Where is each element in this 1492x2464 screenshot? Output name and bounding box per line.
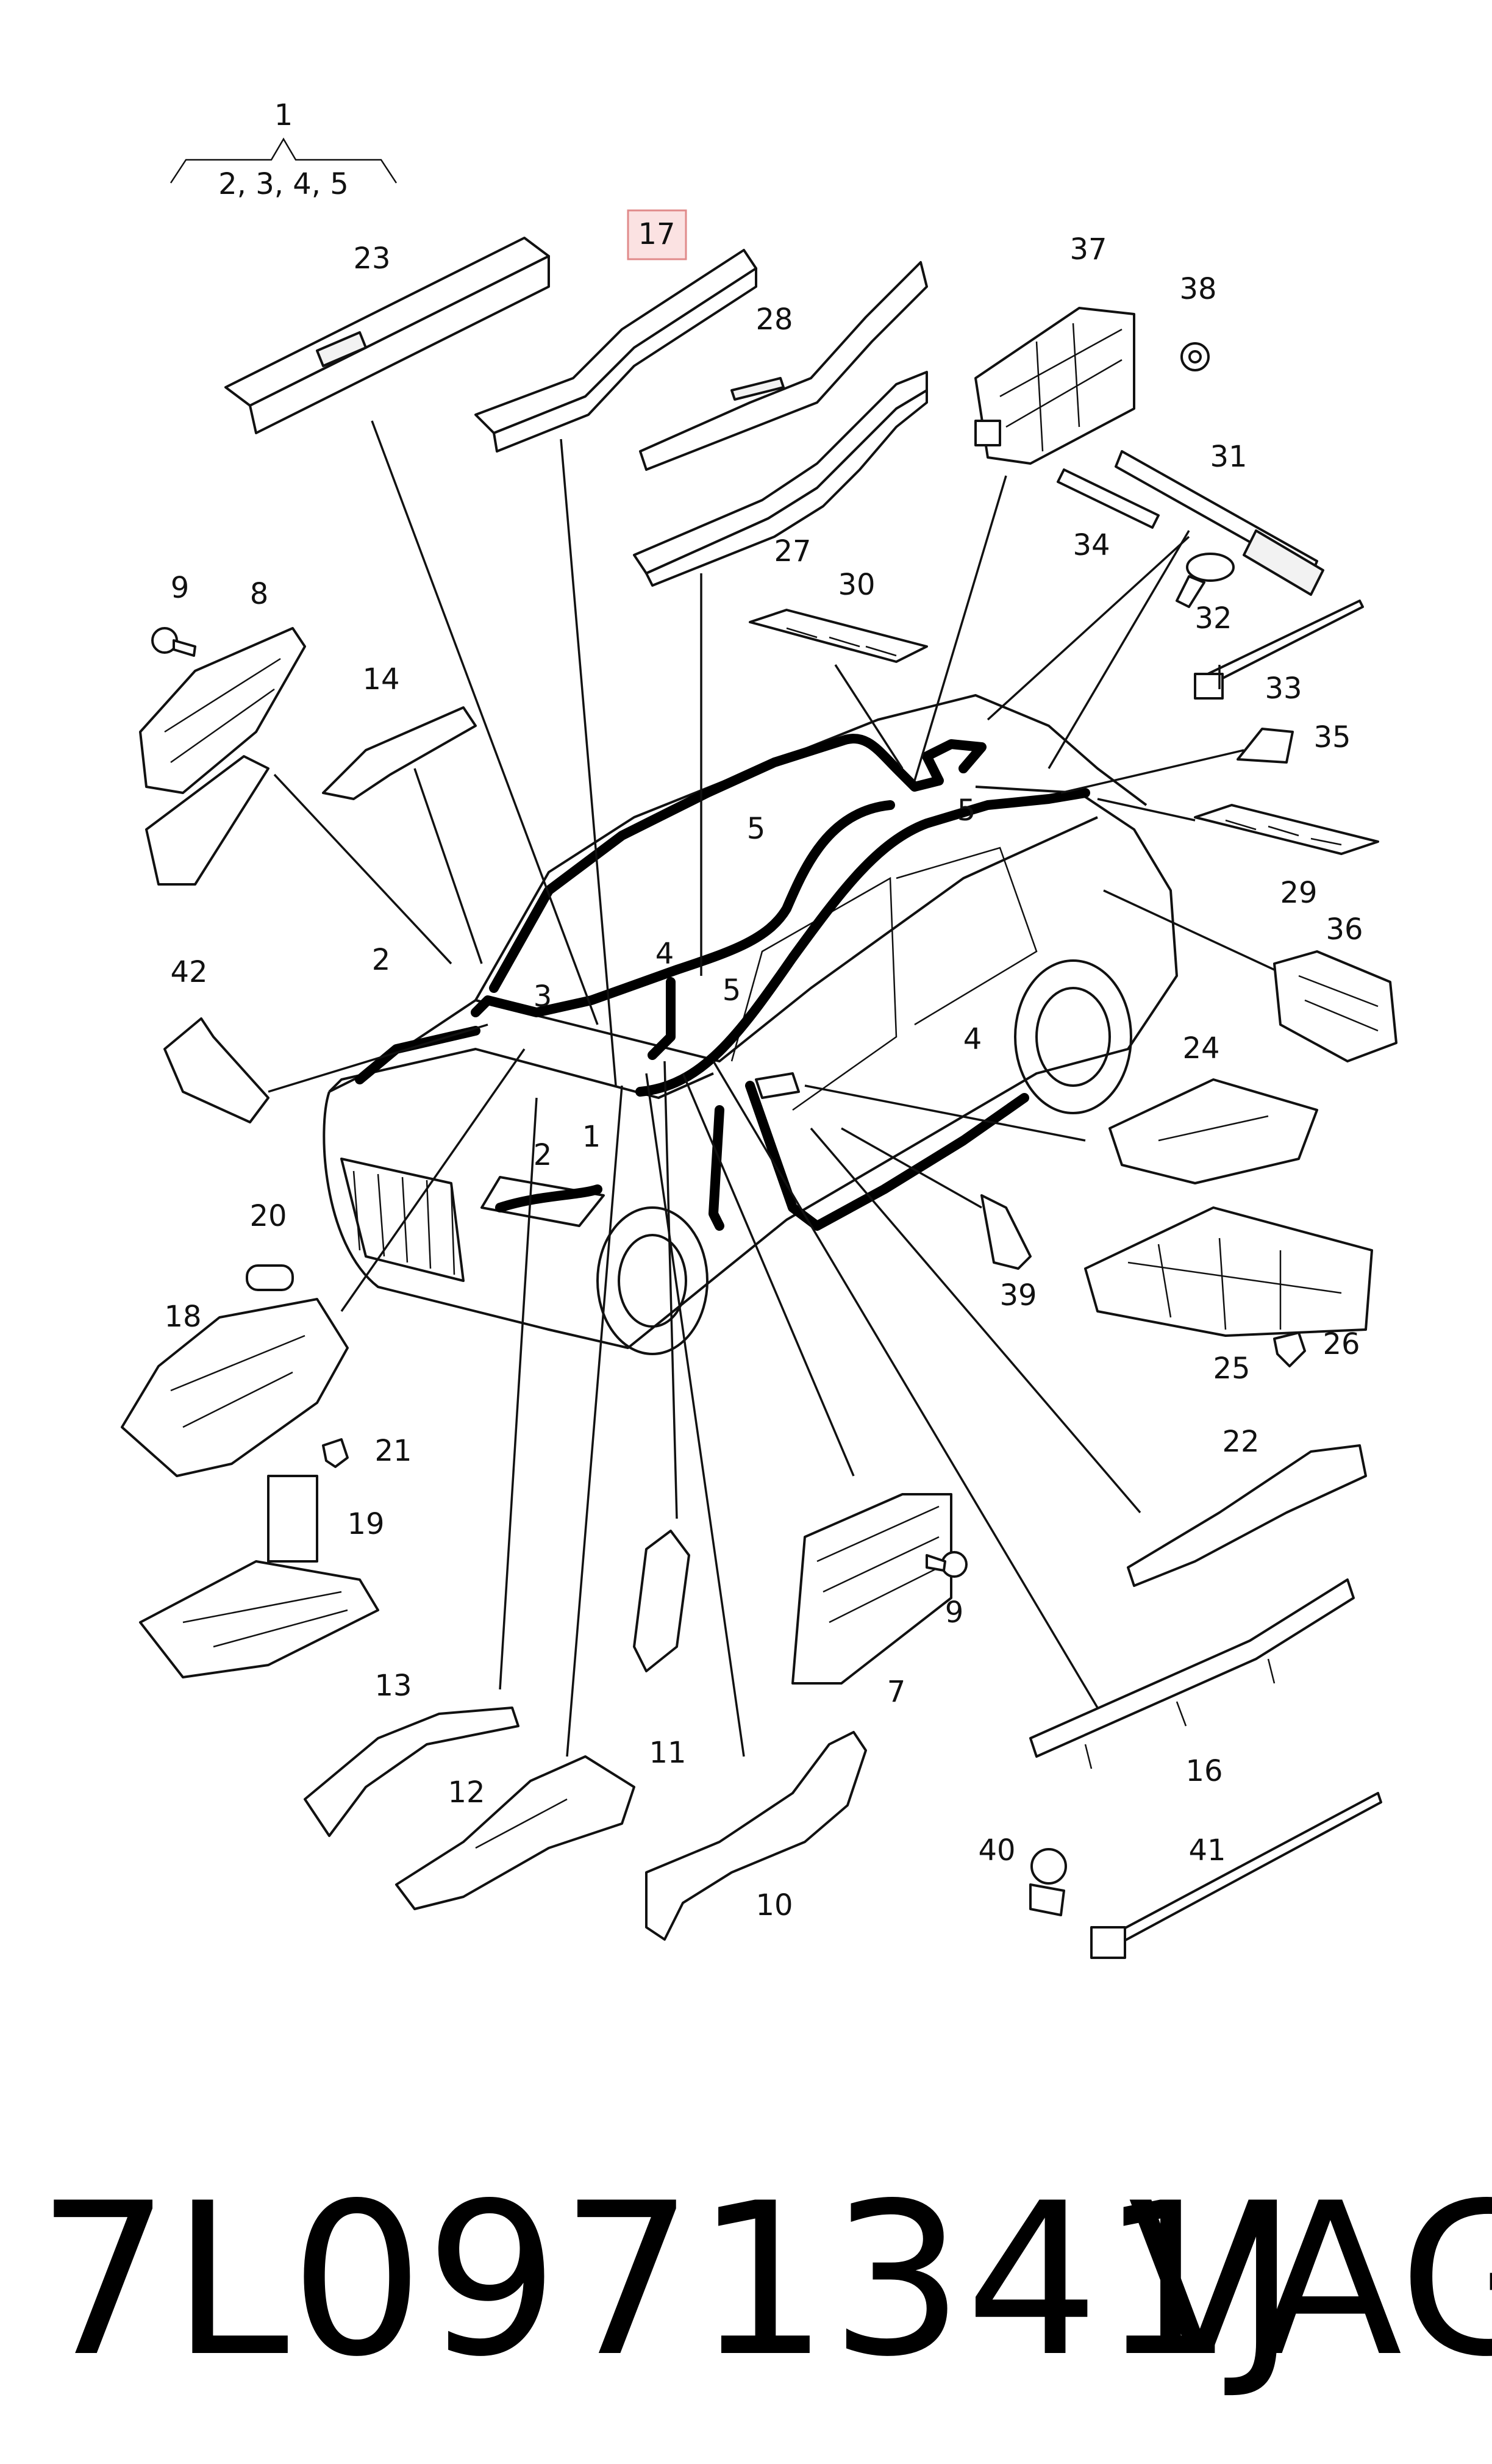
callout-13[interactable]: 13 — [374, 1669, 412, 1703]
callout-18[interactable]: 18 — [164, 1300, 201, 1334]
leader-lines — [268, 420, 1275, 1757]
part-25-fuse-relay-box[interactable] — [1084, 1206, 1373, 1337]
part-41-cable-tie[interactable] — [1090, 1792, 1382, 1959]
part-37-relay-holder[interactable] — [974, 307, 1135, 465]
callout-14[interactable]: 14 — [362, 662, 399, 697]
callout-42[interactable]: 42 — [170, 955, 207, 989]
callout-29[interactable]: 29 — [1280, 876, 1317, 910]
footer: 7L0971341J VAG — [0, 2135, 1492, 2427]
callout-23[interactable]: 23 — [353, 242, 390, 276]
part-36-fuse-carrier[interactable] — [1273, 950, 1397, 1062]
part-22-duct[interactable] — [1127, 1444, 1367, 1587]
part-23-cable-duct[interactable] — [224, 237, 550, 434]
callout-1[interactable]: 1 — [582, 1120, 601, 1154]
callout-4-lower[interactable]: 4 — [963, 1022, 982, 1056]
callout-20[interactable]: 20 — [249, 1199, 287, 1233]
part-21-grommet[interactable] — [322, 1438, 349, 1468]
callout-5-right[interactable]: 5 — [957, 793, 976, 828]
part-26-grommet[interactable] — [1273, 1331, 1306, 1367]
callout-17[interactable]: 17 — [638, 217, 675, 251]
callout-38[interactable]: 38 — [1179, 272, 1216, 306]
callout-36[interactable]: 36 — [1326, 912, 1363, 947]
callout-labels: 23 17 28 27 37 38 31 34 32 33 35 29 30 3… — [164, 217, 1363, 1922]
callout-1-group[interactable]: 1 — [274, 98, 293, 132]
part-31-threaded-rod[interactable] — [1115, 450, 1324, 596]
callout-21[interactable]: 21 — [374, 1434, 412, 1468]
callout-12[interactable]: 12 — [448, 1775, 485, 1810]
callout-30[interactable]: 30 — [838, 568, 875, 602]
callout-16[interactable]: 16 — [1185, 1754, 1223, 1788]
part-35-clip[interactable] — [1237, 728, 1294, 764]
callout-40[interactable]: 40 — [978, 1833, 1015, 1868]
callout-33[interactable]: 33 — [1265, 672, 1302, 706]
callout-2-upper[interactable]: 2 — [372, 943, 391, 977]
callout-2-lower[interactable]: 2 — [534, 1138, 552, 1172]
part-11-clip[interactable] — [633, 1530, 690, 1672]
callout-10[interactable]: 10 — [755, 1888, 793, 1922]
part-14-bracket[interactable] — [322, 706, 477, 800]
part-33-cable-tie[interactable] — [1194, 600, 1364, 700]
part-30-holder[interactable] — [749, 609, 928, 663]
part-40-clip[interactable] — [1029, 1848, 1067, 1916]
callout-35[interactable]: 35 — [1313, 720, 1351, 754]
part-38-nut[interactable] — [1180, 342, 1210, 371]
callout-22[interactable]: 22 — [1222, 1425, 1259, 1459]
callout-39[interactable]: 39 — [999, 1278, 1037, 1313]
callout-32[interactable]: 32 — [1194, 601, 1232, 636]
callout-34[interactable]: 34 — [1073, 528, 1110, 562]
part-20-seal[interactable] — [246, 1264, 294, 1291]
callout-9-lower[interactable]: 9 — [945, 1596, 964, 1630]
part-10-duct[interactable] — [645, 1731, 867, 1941]
part-8-connector-bracket[interactable] — [139, 627, 306, 886]
part-19-box[interactable] — [139, 1475, 379, 1678]
part-27-channel[interactable] — [633, 371, 928, 587]
part-7-connector-bracket[interactable] — [791, 1493, 952, 1685]
callout-7[interactable]: 7 — [887, 1675, 906, 1709]
callout-31[interactable]: 31 — [1210, 440, 1247, 474]
callout-37[interactable]: 37 — [1069, 232, 1107, 267]
part-18-bracket[interactable] — [121, 1298, 349, 1477]
group-members-label: 2, 3, 4, 5 — [218, 167, 349, 201]
part-17-cable-channel[interactable] — [474, 249, 757, 453]
callout-19[interactable]: 19 — [347, 1507, 384, 1541]
part-9-screw-lower[interactable] — [926, 1551, 968, 1578]
part-9-screw-upper[interactable] — [151, 627, 196, 657]
part-28-cover[interactable] — [639, 261, 928, 471]
callout-9-upper[interactable]: 9 — [171, 571, 190, 605]
callout-5-left[interactable]: 5 — [747, 812, 766, 846]
callout-5-center[interactable]: 5 — [723, 973, 741, 1008]
part-16-long-duct[interactable] — [1029, 1578, 1355, 1769]
brand-name: VAG — [1128, 2158, 1492, 2403]
part-24-bracket[interactable] — [1108, 1078, 1318, 1184]
callout-25[interactable]: 25 — [1213, 1352, 1250, 1386]
callout-4-upper[interactable]: 4 — [655, 937, 674, 971]
group-bracket: 1 2, 3, 4, 5 — [170, 98, 398, 201]
callout-28[interactable]: 28 — [755, 303, 793, 337]
callout-27[interactable]: 27 — [774, 534, 811, 568]
callout-26[interactable]: 26 — [1322, 1327, 1360, 1361]
callout-17-highlight — [627, 209, 687, 260]
callout-41[interactable]: 41 — [1188, 1833, 1226, 1868]
callout-8[interactable]: 8 — [250, 577, 269, 611]
part-13-duct[interactable] — [304, 1707, 519, 1837]
harness-routes — [355, 734, 1090, 1231]
callout-24[interactable]: 24 — [1182, 1031, 1219, 1065]
part-number: 7L0971341J — [37, 2158, 1299, 2403]
part-29-holder[interactable] — [1194, 804, 1379, 855]
part-39-cap[interactable] — [980, 1194, 1032, 1270]
callout-11[interactable]: 11 — [649, 1736, 686, 1770]
part-42-cover[interactable] — [163, 1017, 269, 1123]
wiring-harness-exploded-diagram: 1 2, 3, 4, 5 — [121, 98, 1397, 1959]
part-32-clip[interactable] — [1176, 553, 1235, 608]
part-34-strip[interactable] — [1057, 468, 1160, 529]
callout-3[interactable]: 3 — [534, 980, 552, 1014]
part-12-duct[interactable] — [395, 1755, 635, 1910]
vehicle-outline — [323, 694, 1178, 1355]
